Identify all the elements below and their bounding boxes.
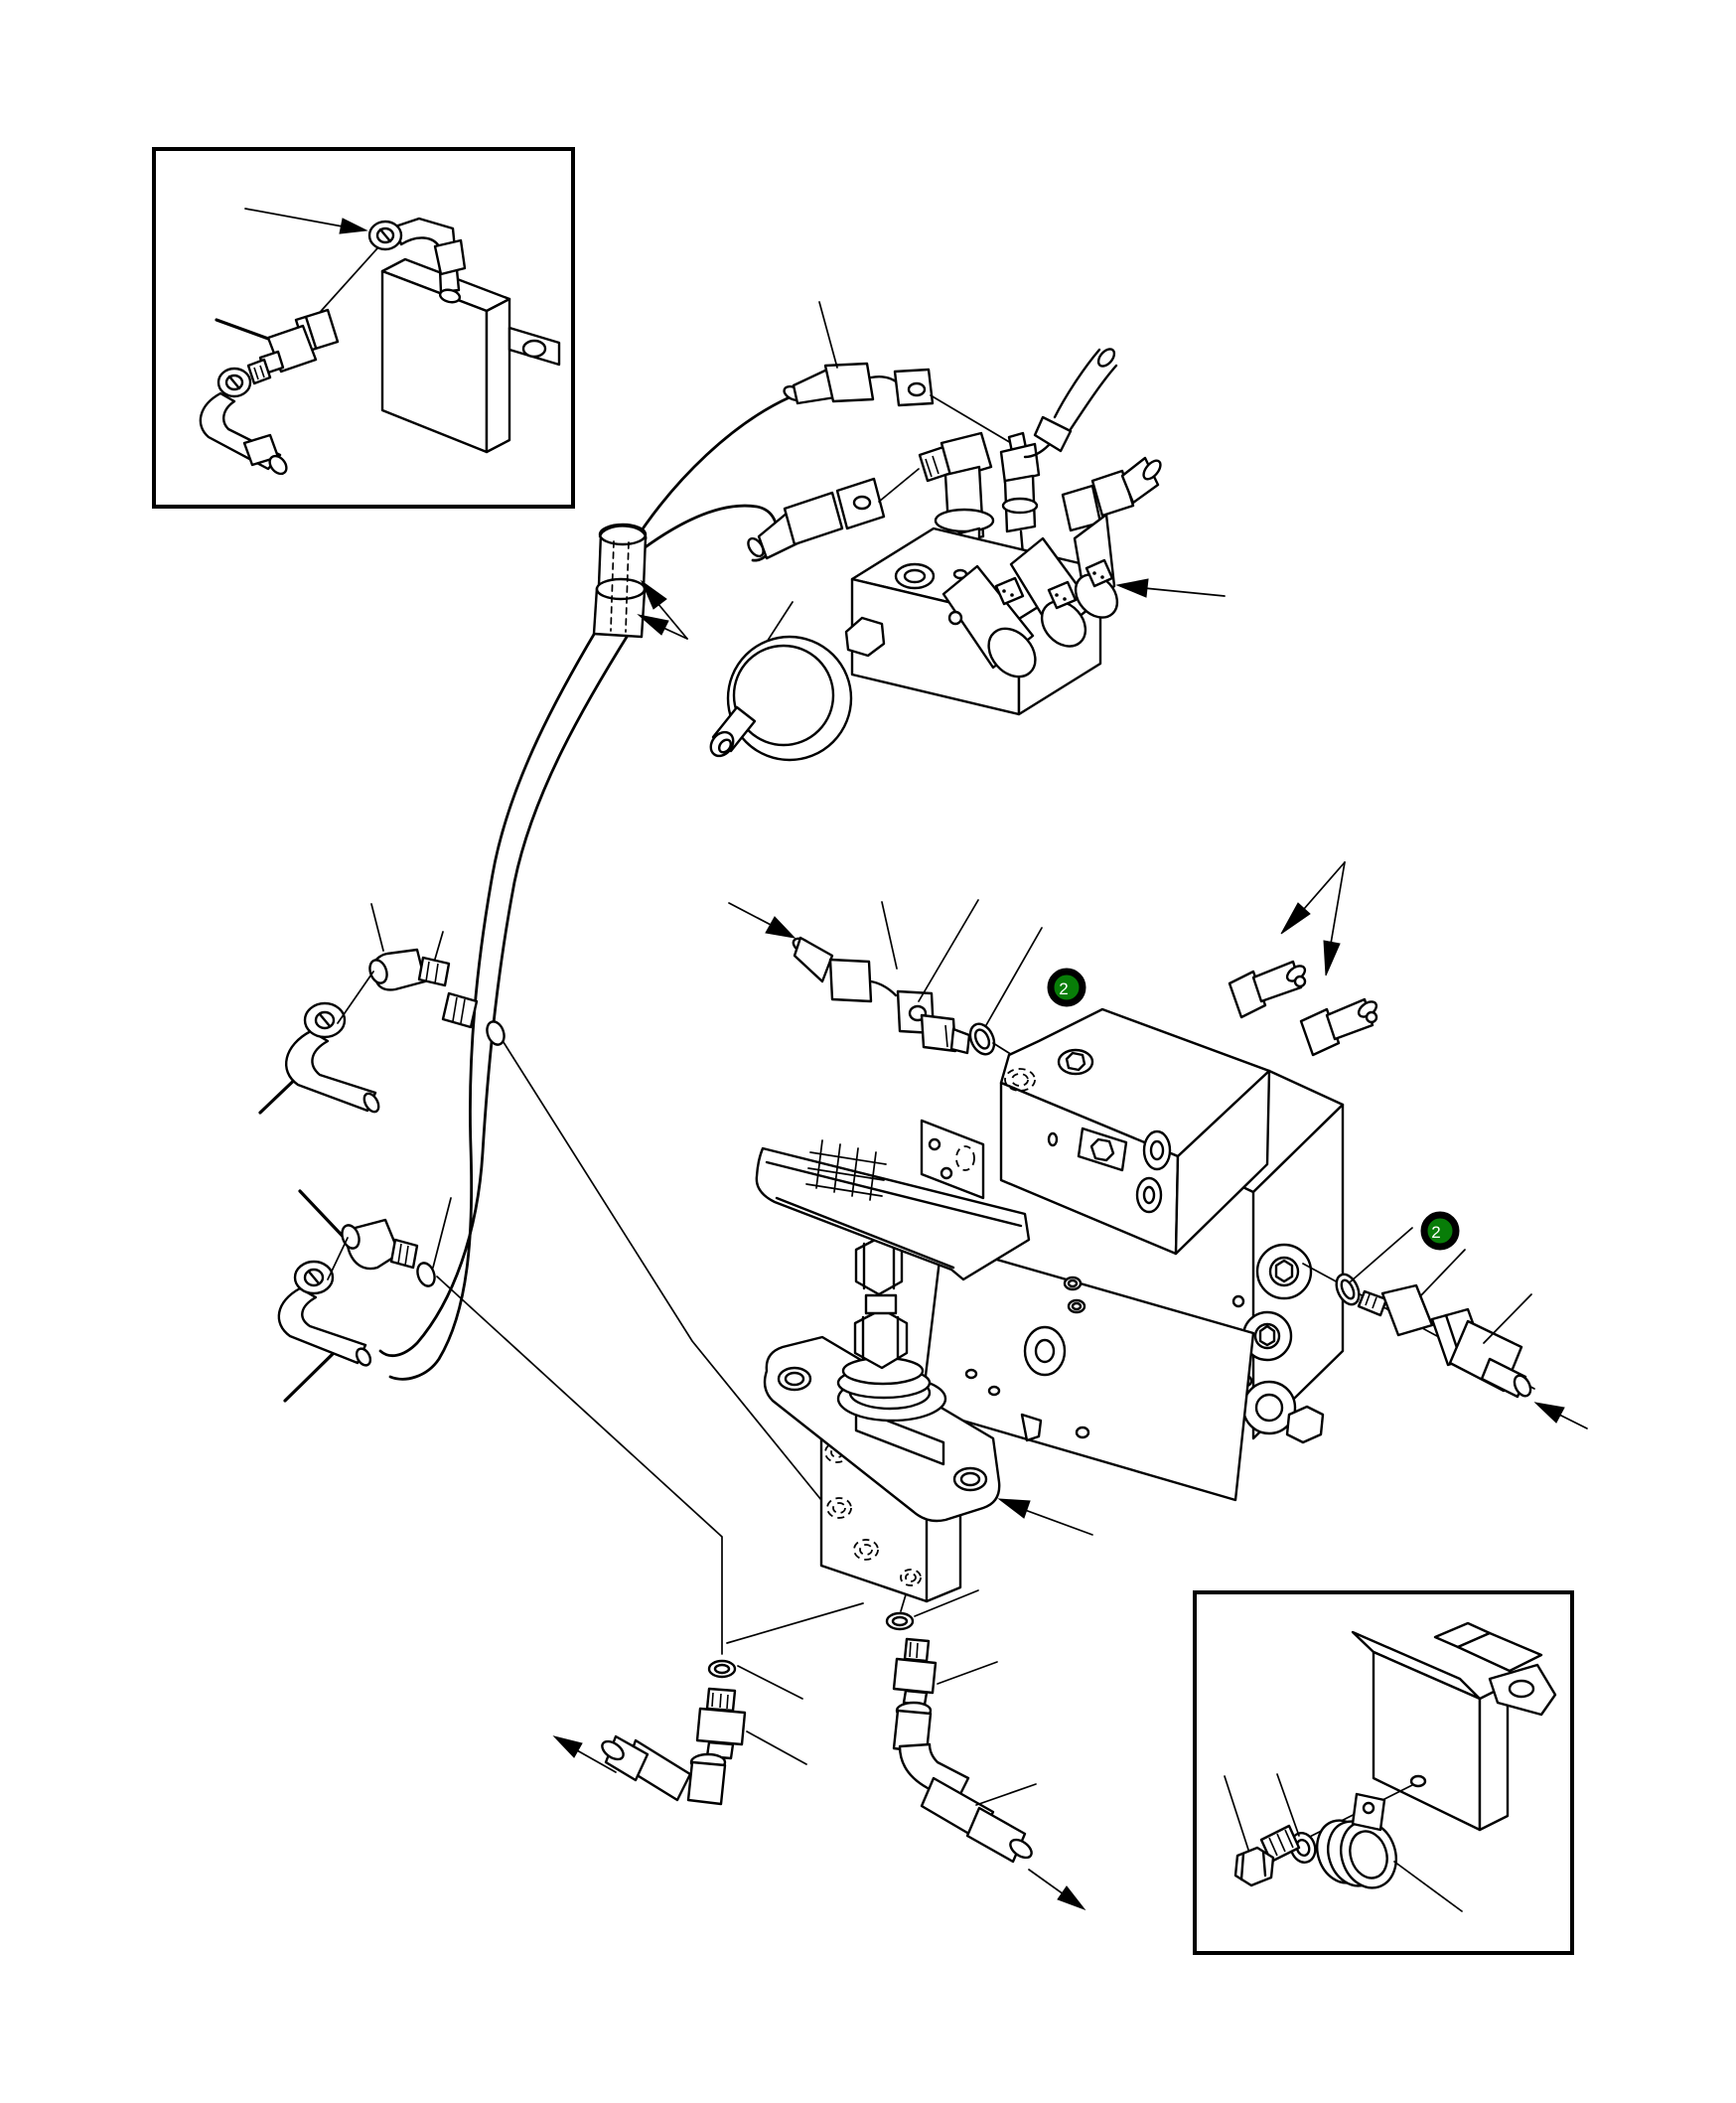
inset-detail-box-top-left — [152, 147, 575, 509]
accumulator — [709, 616, 886, 762]
callout-badge-1[interactable]: 2 — [1047, 968, 1086, 1007]
elbow-fitting-group-upper — [258, 903, 506, 1115]
double-arrow — [1280, 861, 1346, 976]
brake-valve-assembly — [552, 1139, 1093, 1911]
elbow-fitting-with-screw — [999, 431, 1041, 556]
badge-circle[interactable] — [1420, 1211, 1460, 1251]
clamp-arrows — [637, 579, 688, 640]
pedal-bracket — [755, 1139, 1031, 1281]
pressure-sensor-chain — [1302, 1227, 1588, 1429]
hose-end-fitting — [783, 301, 1012, 444]
valve-lower-section — [920, 1119, 1255, 1502]
badge-circle[interactable] — [1047, 968, 1086, 1007]
valve-top-cover — [999, 1007, 1271, 1256]
coupler-rods — [1228, 960, 1378, 1057]
manifold-arrow — [1115, 578, 1226, 598]
pilot-line-chain — [728, 899, 1043, 1066]
solenoid-manifold-assembly — [709, 301, 1226, 762]
hose-end-fitting — [1061, 456, 1162, 532]
badge-label: 2 — [1059, 979, 1068, 998]
hose-end-fitting — [739, 468, 920, 684]
hose-end-fitting — [1023, 348, 1118, 459]
elbow-fitting-group-lower — [277, 1189, 452, 1403]
badge-label: 2 — [1431, 1223, 1440, 1242]
solenoid-coils — [941, 513, 1119, 678]
control-valve-assembly — [920, 861, 1588, 1502]
hose-clamp — [592, 523, 688, 640]
callout-badge-2[interactable]: 2 — [1420, 1211, 1460, 1251]
lower-left-fitting-chain — [552, 1659, 807, 1806]
grid-hatch — [805, 1139, 887, 1201]
main-hydraulic-hoses — [378, 395, 792, 1381]
inset-detail-box-bottom-right — [1193, 1590, 1574, 1955]
lower-right-fitting-chain — [885, 1589, 1086, 1911]
